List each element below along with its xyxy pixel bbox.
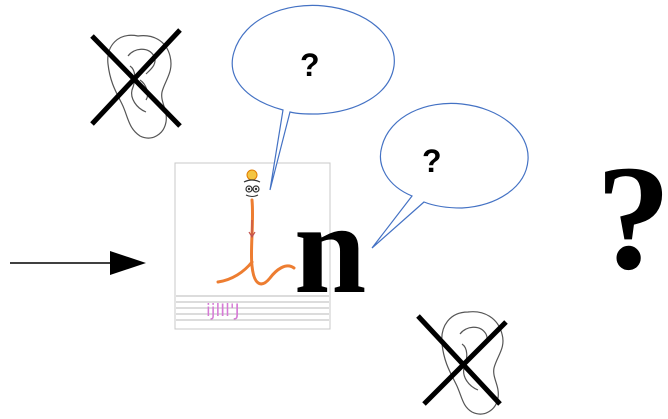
cross-line bbox=[90, 34, 182, 128]
practice-letters: ijlIl'J bbox=[206, 301, 240, 321]
speech-bubble-icon: ? bbox=[231, 4, 395, 191]
cross-line bbox=[416, 314, 502, 406]
speech-bubble-icon: ? bbox=[371, 102, 529, 249]
big-letter-n: n bbox=[294, 177, 366, 321]
character-face-icon bbox=[243, 169, 261, 197]
writing-lines bbox=[176, 295, 329, 321]
ear-icon bbox=[107, 34, 172, 139]
bubble-question-mark: ? bbox=[300, 47, 320, 83]
worksheet-image: ijlIl'J bbox=[174, 162, 331, 330]
arrow-right-icon bbox=[10, 251, 146, 275]
bubble-question-mark: ? bbox=[422, 143, 442, 179]
stroke-direction-arrow bbox=[248, 220, 256, 239]
ear-crossed-icon bbox=[90, 28, 182, 139]
cross-line bbox=[90, 28, 182, 126]
big-question-mark: ? bbox=[596, 135, 668, 301]
cross-line bbox=[422, 320, 508, 406]
ear-crossed-icon bbox=[416, 311, 508, 415]
